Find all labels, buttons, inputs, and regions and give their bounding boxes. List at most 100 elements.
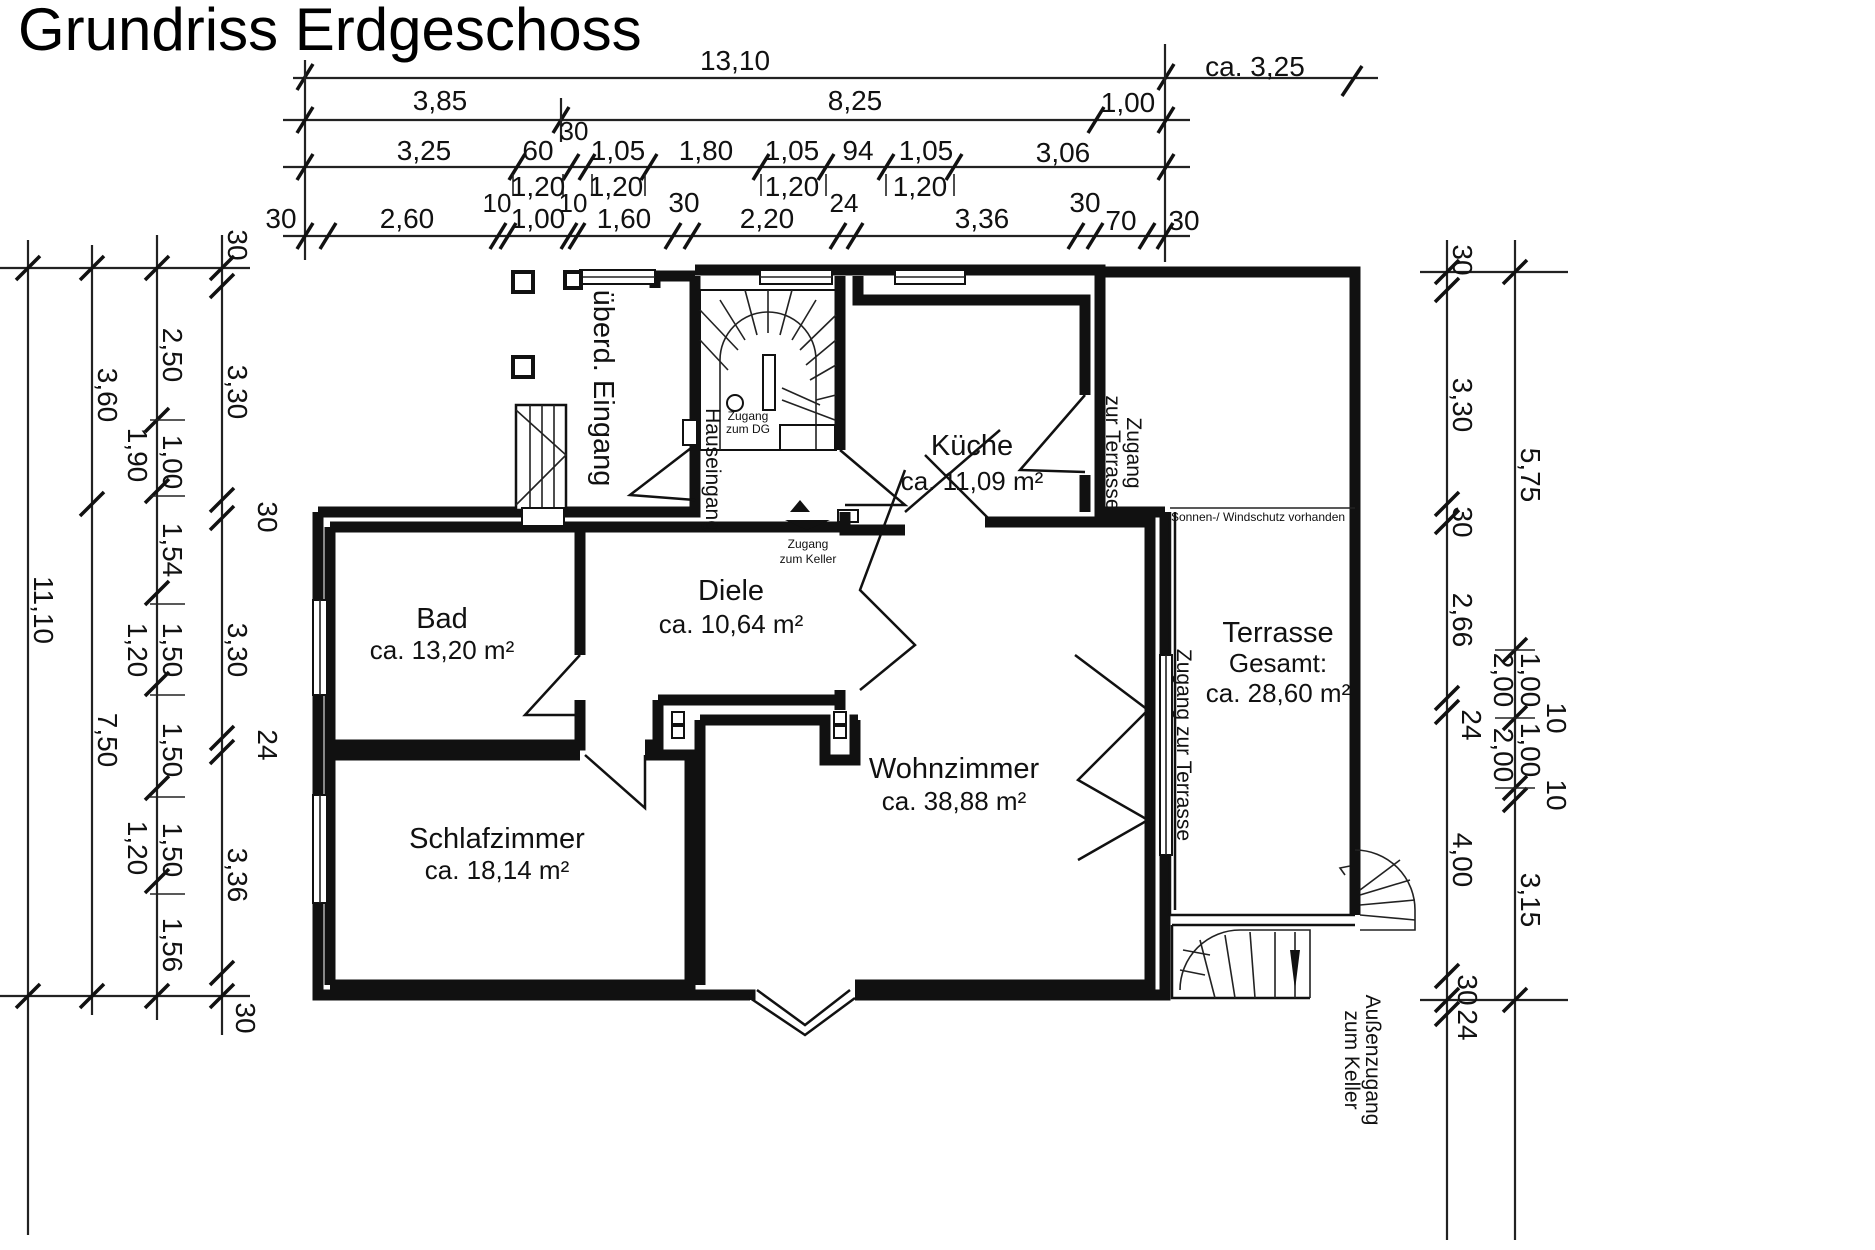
dim-right-col2-g: 10 xyxy=(1541,779,1572,810)
room-bad-area: ca. 13,20 m² xyxy=(370,635,515,665)
dim-left-col3-c: 1,90 xyxy=(122,428,153,483)
dim-top-sub-a: 1,20 xyxy=(511,171,566,202)
dim-top-row4-b: 2,60 xyxy=(380,203,435,234)
dim-left-col4-g: 30 xyxy=(230,1002,261,1033)
label-zugang-keller-1: Zugang xyxy=(788,537,829,551)
label-aussenzugang-1: Außenzugang xyxy=(1361,995,1384,1126)
exterior-cellar-stair xyxy=(1179,849,1416,999)
dim-top-row4-m: 30 xyxy=(1168,205,1199,236)
dim-top-row4-d: 1,00 xyxy=(511,203,566,234)
doors xyxy=(522,394,1151,862)
room-wohnzimmer-name: Wohnzimmer xyxy=(869,753,1040,785)
plan-title: Grundriss Erdgeschoss xyxy=(18,0,642,63)
room-kueche-name: Küche xyxy=(931,430,1013,462)
dim-top-row4-i: 24 xyxy=(830,188,859,218)
label-zugang-keller-2: zum Keller xyxy=(780,552,837,566)
dim-left-col3-e: 1,50 xyxy=(157,623,188,678)
label-eingang: überd. Eingang xyxy=(587,290,619,487)
dim-top-row3-d: 1,05 xyxy=(591,135,646,166)
dim-top-row4-h: 2,20 xyxy=(740,203,795,234)
dim-right-col1-c: 30 xyxy=(1447,506,1478,537)
dim-top-row3-c: 30 xyxy=(560,116,589,146)
dim-right-col1-f: 4,00 xyxy=(1447,833,1478,888)
dim-top-row3-h: 1,05 xyxy=(899,135,954,166)
room-diele-name: Diele xyxy=(698,575,764,607)
room-terrasse-name: Terrasse xyxy=(1222,617,1333,649)
dim-top-row2-a: 3,85 xyxy=(413,85,468,116)
dim-top-row3-i: 3,06 xyxy=(1036,137,1091,168)
dim-right-col1-e: 24 xyxy=(1456,709,1487,740)
dim-left-col4-c: 30 xyxy=(252,501,283,532)
dim-top-row3-g: 94 xyxy=(842,135,873,166)
dim-right-col2-h: 3,15 xyxy=(1515,873,1546,928)
dim-right-col1-d: 2,66 xyxy=(1447,593,1478,648)
left-dimension-chains: 11,10 3,60 7,50 2,50 1,00 1,90 1,54 1,50… xyxy=(0,229,283,1235)
dim-top-row4-l: 70 xyxy=(1105,205,1136,236)
label-hauseingang: Hauseingang xyxy=(701,408,724,532)
dim-left-col3-a: 2,50 xyxy=(157,328,188,383)
room-schlafzimmer-name: Schlafzimmer xyxy=(409,823,585,855)
dim-top-row4-g: 30 xyxy=(668,187,699,218)
dim-left-col2-b: 7,50 xyxy=(92,713,123,768)
label-zugang-terrasse-long: Zugang zur Terrasse xyxy=(1172,649,1195,841)
dim-top-row4-k: 30 xyxy=(1069,187,1100,218)
room-kueche-area: ca. 11,09 m² xyxy=(901,466,1044,496)
dim-top-row3-a: 3,25 xyxy=(397,135,452,166)
dim-left-col4-f: 3,36 xyxy=(222,848,253,903)
label-zugang-terrasse-1: Zugang xyxy=(1122,417,1145,488)
dim-left-col3-j: 1,56 xyxy=(157,918,188,973)
dim-left-col3-b: 1,00 xyxy=(157,435,188,490)
dim-left-col3-d: 1,54 xyxy=(157,523,188,578)
dim-right-col2-f: 10 xyxy=(1541,702,1572,733)
staircase xyxy=(682,289,837,530)
dim-top-row2-b: 8,25 xyxy=(828,85,883,116)
dim-right-col1-b: 3,30 xyxy=(1447,378,1478,433)
label-windschutz: Sonnen-/ Windschutz vorhanden xyxy=(1171,510,1345,524)
room-labels: Küche ca. 11,09 m² Diele ca. 10,64 m² Ba… xyxy=(370,430,1351,885)
dim-left-col3-i: 1,20 xyxy=(122,821,153,876)
dim-top-sub-d: 1,20 xyxy=(893,171,948,202)
dim-right-col1-a: 30 xyxy=(1447,244,1478,275)
top-dimension-chains: 13,10 ca. 3,25 3,85 8,25 1,00 3,25 60 30… xyxy=(265,44,1378,262)
dim-top-row3-b: 60 xyxy=(522,135,553,166)
dim-right-col2-c: 2,00 xyxy=(1488,653,1519,708)
dim-left-col3-h: 1,50 xyxy=(157,823,188,878)
room-wohnzimmer-area: ca. 38,88 m² xyxy=(882,786,1027,816)
dim-left-col3-g: 1,50 xyxy=(157,723,188,778)
dim-top-terrace: ca. 3,25 xyxy=(1205,51,1305,82)
annotation-labels: überd. Eingang Hauseingang Zugang zum DG… xyxy=(587,290,1384,1126)
dim-top-sub-c: 1,20 xyxy=(765,171,820,202)
right-dimension-chains: 30 3,30 30 2,66 24 4,00 30 24 5,75 1,00 … xyxy=(1420,240,1572,1240)
dim-right-col2-d: 1,00 xyxy=(1515,723,1546,778)
dim-top-row3-f: 1,05 xyxy=(765,135,820,166)
dim-left-col4-d: 3,30 xyxy=(222,623,253,678)
dim-right-col1-g: 30 xyxy=(1452,974,1483,1005)
dim-top-row3-e: 1,80 xyxy=(679,135,734,166)
dim-left-total: 11,10 xyxy=(28,576,59,644)
label-aussenzugang-2: zum Keller xyxy=(1340,1010,1363,1109)
dim-top-row4-a: 30 xyxy=(265,203,296,234)
dim-top-row4-j: 3,36 xyxy=(955,203,1010,234)
room-terrasse-sub: Gesamt: xyxy=(1229,648,1327,678)
dim-left-col3-f: 1,20 xyxy=(122,623,153,678)
dim-left-col2-a: 3,60 xyxy=(92,368,123,423)
dim-top-row4-e: 10 xyxy=(559,188,588,218)
dim-top-row4-f: 1,60 xyxy=(597,203,652,234)
room-schlafzimmer-area: ca. 18,14 m² xyxy=(425,855,570,885)
dim-top-total: 13,10 xyxy=(700,45,770,76)
dim-right-col2-b: 1,00 xyxy=(1515,653,1546,708)
room-diele-area: ca. 10,64 m² xyxy=(659,609,804,639)
dim-top-row4-c: 10 xyxy=(483,188,512,218)
dim-right-col2-a: 5,75 xyxy=(1515,448,1546,503)
dim-top-row2-c: 1,00 xyxy=(1101,87,1156,118)
room-terrasse-area: ca. 28,60 m² xyxy=(1206,678,1351,708)
label-zugang-terrasse-2: zur Terrasse xyxy=(1101,395,1124,510)
dim-left-col4-b: 3,30 xyxy=(222,365,253,420)
entrance-columns xyxy=(511,270,583,527)
dim-left-col4-a: 30 xyxy=(222,229,253,260)
dim-left-col4-e: 24 xyxy=(252,729,283,760)
dim-right-col1-h: 24 xyxy=(1452,1009,1483,1040)
label-zugang-dg-2: zum DG xyxy=(726,422,770,436)
room-bad-name: Bad xyxy=(416,603,468,635)
